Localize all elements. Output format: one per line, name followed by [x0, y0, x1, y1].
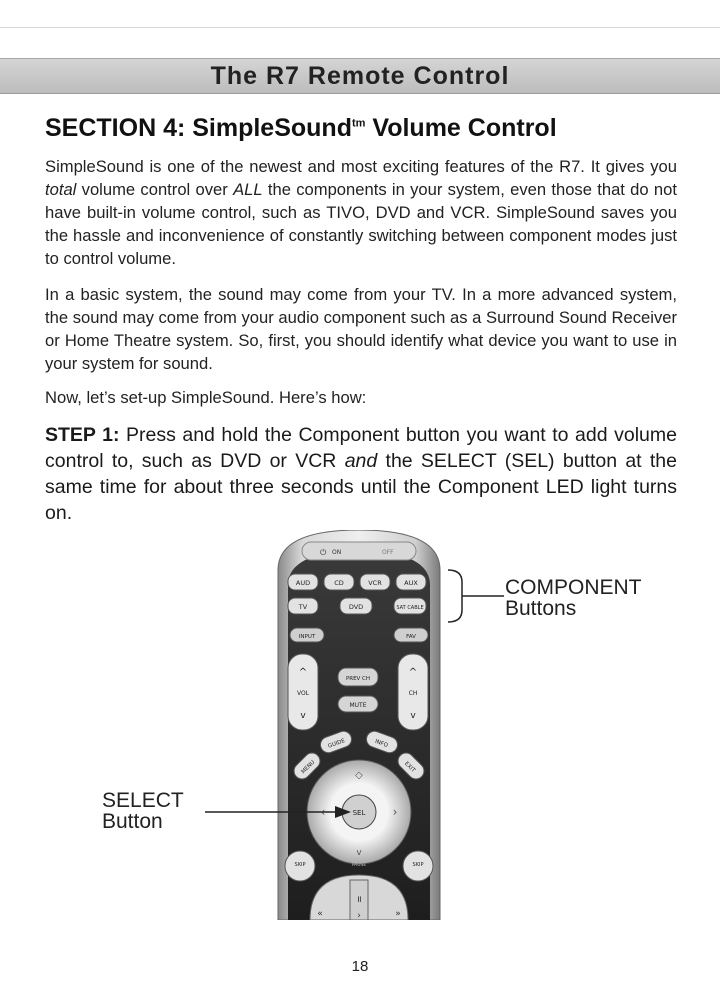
cd-label: CD	[334, 579, 344, 587]
component-callout-line1: COMPONENT	[505, 576, 642, 599]
ch-up-icon: ^	[409, 667, 417, 678]
text-run: volume control over	[76, 180, 234, 199]
select-arrow	[205, 806, 351, 818]
select-callout-line1: SELECT	[102, 789, 184, 812]
text-run: SimpleSound is one of the newest and mos…	[45, 157, 677, 176]
sat-cable-label: SAT CABLE	[396, 605, 423, 611]
dvd-button[interactable]	[339, 597, 373, 615]
text-run: the components in your system, even thos…	[45, 180, 677, 268]
guide-button[interactable]	[318, 729, 354, 755]
aud-label: AUD	[296, 579, 310, 587]
exit-button[interactable]	[395, 750, 428, 783]
vol-up-icon: ^	[299, 667, 307, 678]
tv-label: TV	[298, 603, 308, 611]
component-callout: COMPONENT Buttons	[505, 577, 642, 619]
skip-plus-button[interactable]	[402, 850, 434, 882]
emphasis-and: and	[344, 450, 378, 472]
aux-label: AUX	[404, 579, 418, 587]
info-button[interactable]	[364, 729, 400, 755]
vol-down-icon: v	[300, 711, 306, 721]
fav-label: FAV	[406, 634, 416, 640]
prev-ch-button[interactable]	[337, 667, 379, 687]
component-callout-line2: Buttons	[505, 597, 577, 620]
page-number: 18	[351, 958, 369, 975]
section-title-tail: Volume Control	[365, 114, 557, 142]
paragraph-setup: Now, let’s set-up SimpleSound. Here’s ho…	[45, 388, 367, 407]
component-bracket	[448, 569, 504, 623]
channel-rocker[interactable]	[397, 653, 429, 731]
play-icon: ›	[357, 911, 361, 920]
fav-button[interactable]	[393, 627, 429, 643]
prev-ch-label: PREV CH	[346, 676, 370, 682]
rewind-icon: «	[317, 909, 323, 919]
aux-button[interactable]	[395, 573, 427, 591]
volume-rocker[interactable]	[287, 653, 319, 731]
step-label: STEP 1:	[45, 424, 120, 446]
mute-button[interactable]	[337, 695, 379, 713]
select-callout: SELECT Button	[102, 790, 184, 832]
skip-minus-label: SKIP	[295, 862, 306, 868]
mute-label: MUTE	[349, 702, 366, 709]
sat-cable-button[interactable]	[393, 597, 427, 615]
fast-forward-icon: »	[395, 909, 401, 919]
dvd-label: DVD	[349, 603, 363, 611]
ch-label: CH	[409, 690, 418, 697]
power-icon: ⏻	[320, 548, 327, 557]
select-callout-line2: Button	[102, 810, 163, 833]
header-title: The R7 Remote Control	[210, 62, 510, 90]
menu-button[interactable]	[291, 750, 324, 783]
paragraph-system: In a basic system, the sound may come fr…	[45, 285, 677, 373]
section-title-main: SECTION 4: SimpleSound	[45, 114, 352, 142]
vol-label: VOL	[297, 690, 310, 697]
power-bar	[301, 541, 417, 561]
vcr-label: VCR	[368, 579, 382, 587]
emphasis-all: ALL	[233, 180, 263, 199]
step-1: STEP 1: Press and hold the Component but…	[45, 422, 677, 526]
ch-down-icon: v	[410, 711, 416, 721]
guide-label: GUIDE	[327, 738, 346, 750]
nav-right-icon: ›	[393, 805, 398, 819]
sel-label: SEL	[353, 809, 366, 817]
tv-button[interactable]	[287, 597, 319, 615]
on-label: ON	[332, 549, 341, 556]
input-button[interactable]	[289, 627, 325, 643]
skip-minus-button[interactable]	[284, 850, 316, 882]
pause-button[interactable]	[349, 879, 369, 920]
info-label: INFO	[374, 739, 389, 749]
header-banner: The R7 Remote Control	[0, 58, 720, 94]
pause-label: PAUSE	[352, 862, 367, 868]
input-label: INPUT	[299, 634, 316, 640]
trademark: tm	[351, 117, 366, 130]
off-label: OFF	[382, 549, 394, 556]
top-rule	[0, 27, 720, 28]
vcr-button[interactable]	[359, 573, 391, 591]
emphasis-total: total	[45, 180, 77, 199]
text-run: the SELECT (SEL) button at the same time…	[45, 450, 677, 524]
nav-up-icon: ◇	[355, 770, 363, 781]
text-run: Press and hold the Component button you …	[45, 424, 677, 472]
paragraph-intro: SimpleSound is one of the newest and mos…	[45, 155, 677, 270]
skip-plus-label: SKIP	[413, 862, 424, 868]
aud-button[interactable]	[287, 573, 319, 591]
section-title: SECTION 4: SimpleSoundtm Volume Control	[45, 114, 557, 143]
pause-icon: ॥	[356, 895, 361, 905]
nav-down-icon: v	[356, 848, 362, 858]
remote-illustration: ⏻ ON OFF AUD CD VCR AUX TV DVD SAT CABLE…	[277, 530, 441, 920]
cd-button[interactable]	[323, 573, 355, 591]
